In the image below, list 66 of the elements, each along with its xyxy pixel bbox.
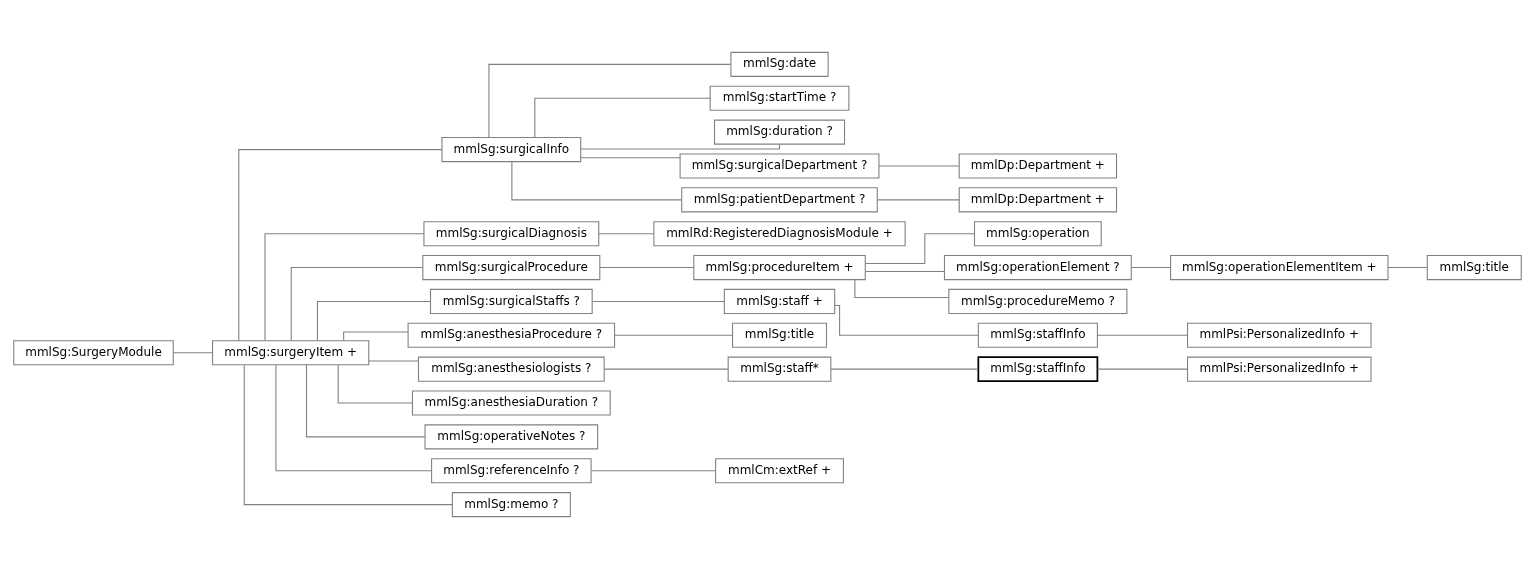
connector [1097, 368, 1188, 370]
node-box: mmlSg:staff* [727, 356, 832, 382]
node-box: mmlPsi:PersonalizedInfo + [1186, 356, 1372, 382]
connector [511, 161, 682, 201]
connector [580, 157, 681, 159]
connector [1131, 267, 1171, 269]
node-box: mmlCm:extRef + [715, 458, 844, 484]
node-box: mmlSg:operationElement ? [943, 255, 1132, 281]
connector [343, 331, 409, 341]
node-box: mmlSg:surgeryItem + [212, 340, 370, 366]
node-box: mmlSg:procedureItem + [693, 255, 866, 281]
node-box: mmlSg:duration ? [713, 119, 846, 145]
connector [290, 267, 424, 342]
node-box: mmlSg:date [730, 51, 829, 77]
node-box: mmlSg:anesthesiaProcedure ? [407, 322, 616, 348]
connector [830, 368, 979, 370]
node-box: mmlSg:surgicalDepartment ? [679, 153, 880, 179]
node-box: mmlSg:patientDepartment ? [681, 187, 878, 213]
connector [305, 364, 426, 438]
connector [275, 364, 432, 472]
connector [368, 360, 419, 362]
connector [598, 233, 655, 235]
node-box: mmlSg:surgicalStaffs ? [429, 288, 593, 314]
node-box: mmlSg:memo ? [451, 492, 571, 518]
connector [877, 199, 960, 201]
node-box: mmlSg:title [732, 322, 828, 348]
node-box: mmlSg:startTime ? [709, 85, 850, 111]
connector [337, 364, 413, 404]
node-box: mmlSg:referenceInfo ? [431, 458, 592, 484]
node-box: mmlPsi:PersonalizedInfo + [1186, 322, 1372, 348]
node-box: mmlDp:Department + [958, 187, 1118, 213]
node-box: mmlSg:title [1426, 255, 1522, 281]
node-box: mmlDp:Department + [958, 153, 1118, 179]
node-box: mmlSg:staffInfo [977, 322, 1098, 348]
connector [878, 165, 960, 167]
connector [864, 233, 975, 265]
node-box: mmlSg:staffInfo [977, 356, 1099, 383]
connector [834, 304, 979, 336]
node-box: mmlSg:procedureMemo ? [948, 288, 1128, 314]
connector [534, 97, 711, 138]
node-box: mmlSg:surgicalDiagnosis [423, 221, 600, 247]
connector [1387, 267, 1428, 269]
connector [172, 352, 214, 354]
connector [614, 334, 733, 336]
node-box: mmlSg:operationElementItem + [1170, 255, 1389, 281]
connector [591, 300, 725, 302]
connector [599, 267, 694, 269]
node-box: mmlSg:SurgeryModule [13, 340, 174, 366]
connector [238, 149, 443, 342]
connector [854, 279, 950, 298]
node-box: mmlSg:staff + [723, 288, 836, 314]
connector [1097, 334, 1188, 336]
node-box: mmlSg:surgicalProcedure [422, 255, 601, 281]
node-box: mmlSg:anesthesiologists ? [417, 356, 605, 382]
node-box: mmlSg:operativeNotes ? [424, 424, 599, 450]
node-box: mmlSg:surgicalInfo [441, 137, 582, 163]
connector [316, 300, 431, 341]
connector [590, 470, 717, 472]
connector [264, 233, 425, 342]
node-box: mmlSg:operation [973, 221, 1102, 247]
node-box: mmlSg:anesthesiaDuration ? [411, 390, 611, 416]
connector [243, 364, 453, 506]
node-box: mmlRd:RegisteredDiagnosisModule + [653, 221, 906, 247]
connector [603, 368, 729, 370]
connector [865, 271, 945, 273]
connector [488, 63, 732, 138]
